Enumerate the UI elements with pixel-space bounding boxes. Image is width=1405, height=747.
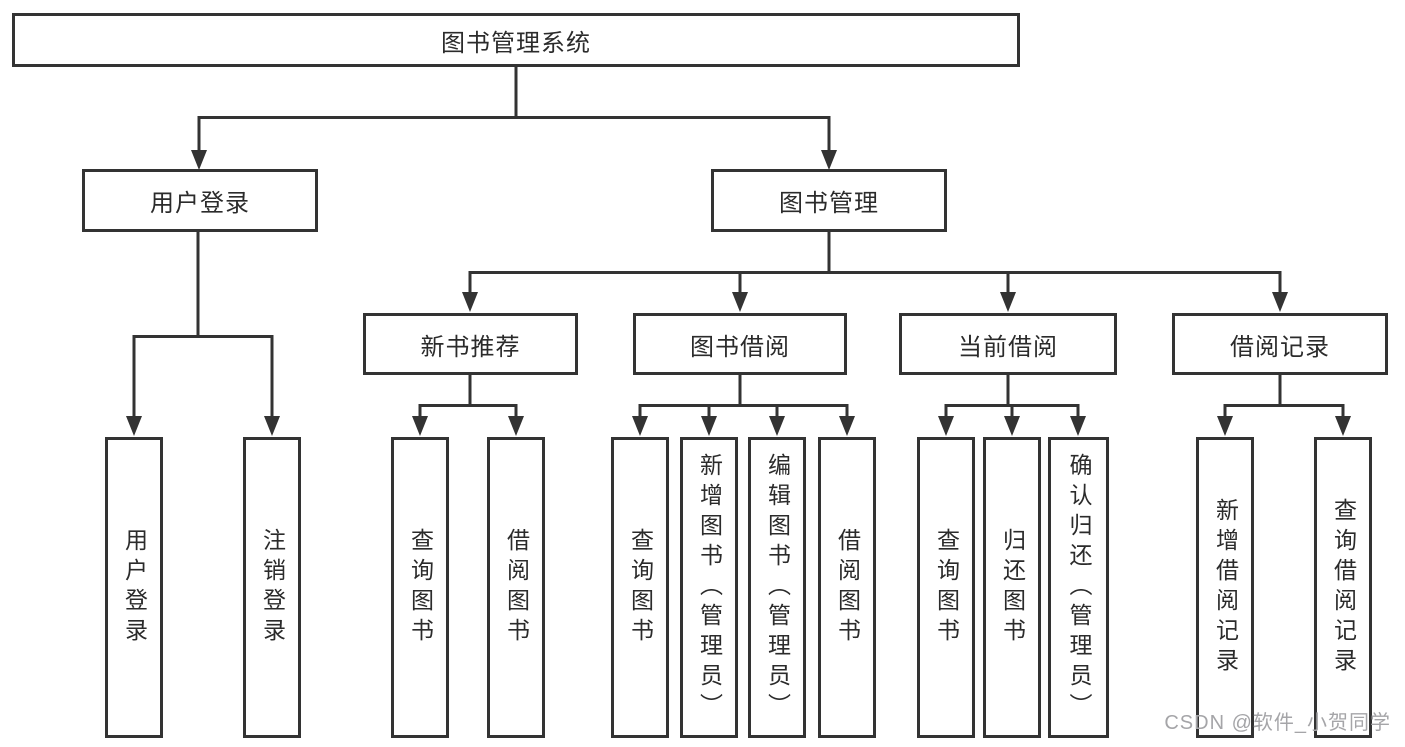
leaf-recommend-query-book: 查询图书 (391, 437, 449, 738)
node-new-book-recommend-label: 新书推荐 (420, 333, 521, 361)
node-book-borrow-label: 图书借阅 (690, 333, 790, 361)
node-borrow-record-label: 借阅记录 (1230, 333, 1330, 361)
node-new-book-recommend: 新书推荐 (363, 313, 578, 375)
leaf-confirm-return-admin: 确认归还（管理员） (1048, 437, 1109, 738)
node-current-borrow: 当前借阅 (899, 313, 1117, 375)
node-borrow-record: 借阅记录 (1172, 313, 1388, 375)
leaf-query-borrow-record: 查询借阅记录 (1314, 437, 1372, 738)
leaf-user-login-label: 用户登录 (121, 527, 148, 648)
node-user-login-branch: 用户登录 (82, 169, 318, 232)
leaf-add-borrow-record-label: 新增借阅记录 (1212, 497, 1239, 678)
node-book-borrow: 图书借阅 (633, 313, 847, 375)
leaf-current-query-book: 查询图书 (917, 437, 975, 738)
node-user-login-branch-label: 用户登录 (150, 190, 250, 217)
leaf-query-borrow-record-label: 查询借阅记录 (1330, 497, 1357, 678)
leaf-recommend-borrow-book-label: 借阅图书 (503, 527, 530, 648)
leaf-logout: 注销登录 (243, 437, 301, 738)
leaf-add-borrow-record: 新增借阅记录 (1196, 437, 1254, 738)
leaf-borrow-book: 借阅图书 (818, 437, 876, 738)
node-current-borrow-label: 当前借阅 (958, 333, 1058, 361)
leaf-current-query-book-label: 查询图书 (933, 527, 960, 648)
node-root-label: 图书管理系统 (441, 29, 591, 57)
leaf-edit-book-admin-label: 编辑图书（管理员） (764, 452, 791, 723)
leaf-return-book-label: 归还图书 (999, 527, 1026, 648)
leaf-return-book: 归还图书 (983, 437, 1041, 738)
node-root: 图书管理系统 (12, 13, 1020, 67)
leaf-add-book-admin: 新增图书（管理员） (680, 437, 738, 738)
leaf-borrow-book-label: 借阅图书 (834, 527, 861, 648)
leaf-logout-label: 注销登录 (259, 527, 286, 648)
node-book-management-branch-label: 图书管理 (779, 190, 879, 217)
node-book-management-branch: 图书管理 (711, 169, 947, 232)
leaf-edit-book-admin: 编辑图书（管理员） (748, 437, 806, 738)
leaf-recommend-borrow-book: 借阅图书 (487, 437, 545, 738)
leaf-borrow-query-book-label: 查询图书 (627, 527, 654, 648)
leaf-add-book-admin-label: 新增图书（管理员） (696, 452, 723, 723)
leaf-recommend-query-book-label: 查询图书 (407, 527, 434, 648)
leaf-confirm-return-admin-label: 确认归还（管理员） (1066, 452, 1092, 723)
leaf-user-login: 用户登录 (105, 437, 163, 738)
csdn-watermark: CSDN @软件_小贺同学 (1164, 712, 1391, 734)
leaf-borrow-query-book: 查询图书 (611, 437, 669, 738)
